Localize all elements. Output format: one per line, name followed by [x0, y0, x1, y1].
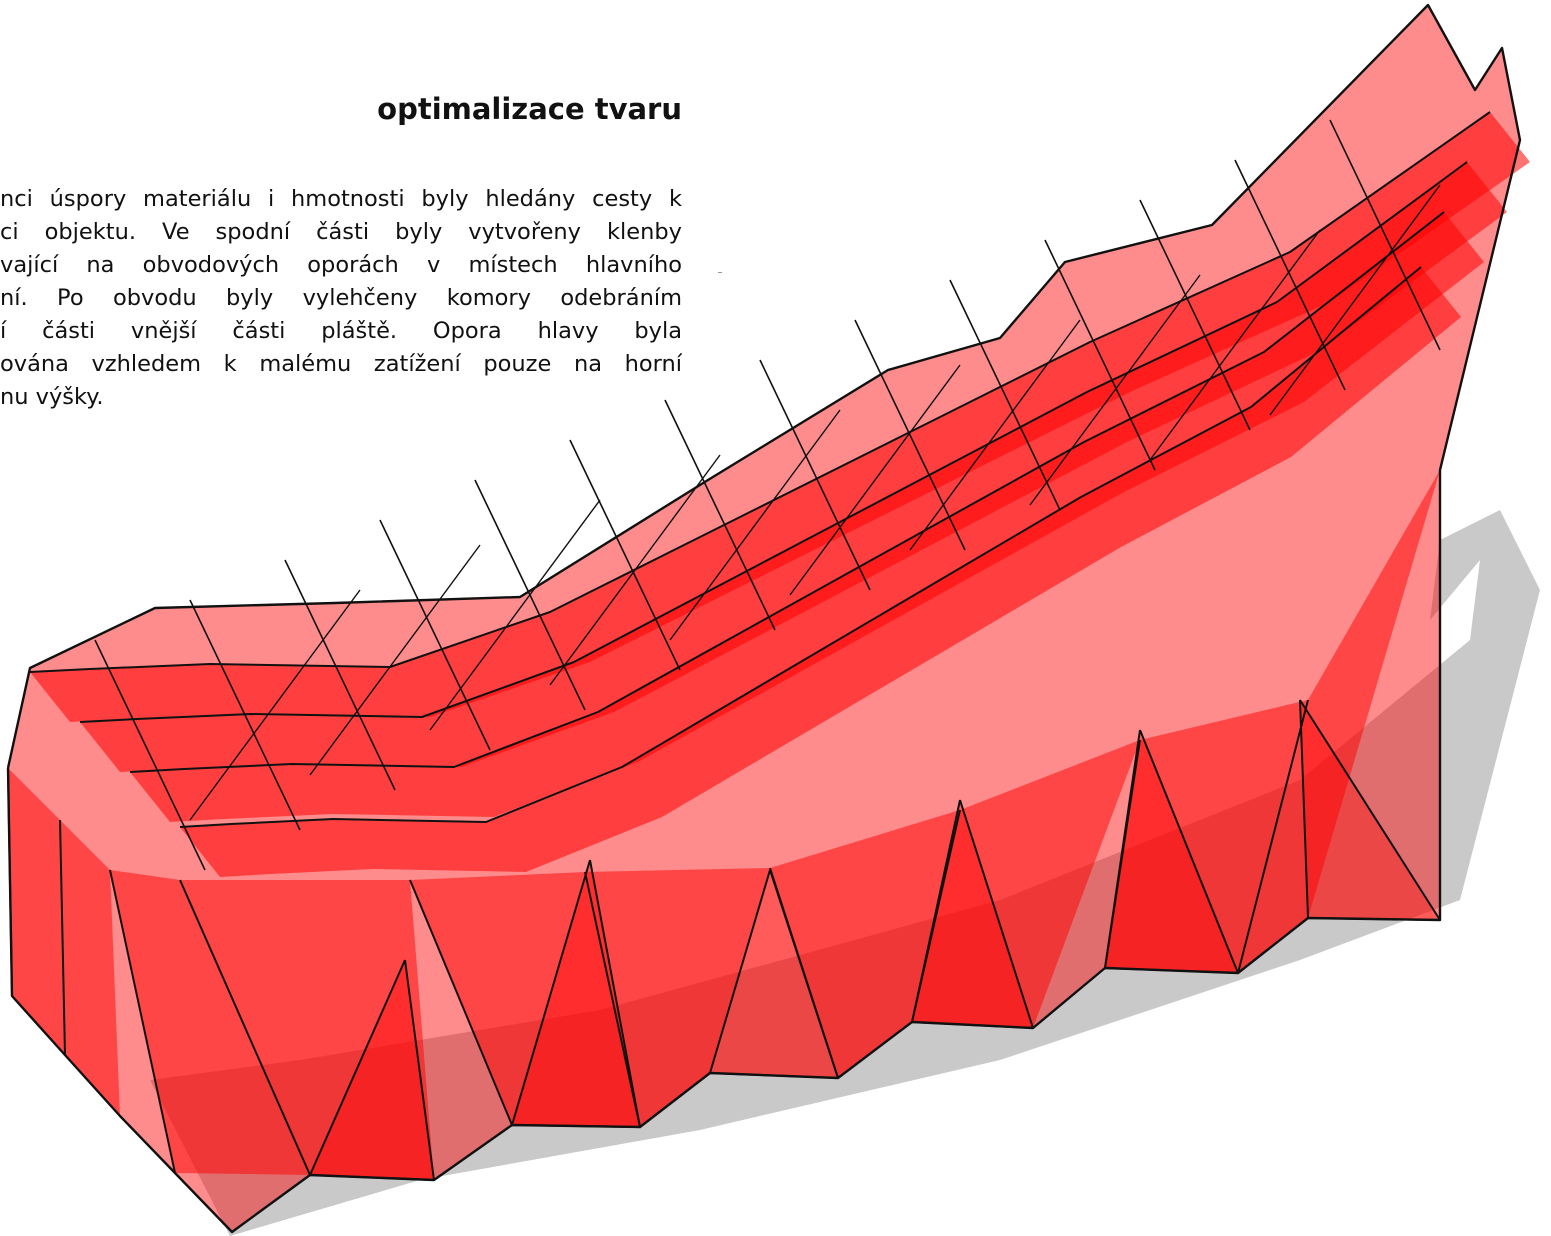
text-line: nci úspory materiálu i hmotnosti byly hl… [0, 186, 682, 212]
buttress-face [1105, 730, 1238, 973]
grid-line [664, 399, 776, 631]
description-paragraph: nci úspory materiálu i hmotnosti byly hl… [0, 183, 682, 414]
grid-line [1044, 239, 1156, 471]
grid-line [1149, 229, 1321, 461]
text-line: í části vnější části pláště. Opora hlavy… [0, 318, 682, 344]
grid-line [189, 599, 301, 831]
pillar-edge [109, 869, 176, 1174]
pillar-edge [584, 871, 641, 1128]
grid-line [379, 519, 491, 751]
grid-line [669, 409, 841, 641]
front-panel [912, 740, 1140, 1028]
buttress-face [710, 870, 838, 1078]
pillar-edge [59, 819, 66, 1056]
ridge-edge [79, 161, 1468, 723]
buttress-face [912, 800, 1033, 1028]
front-panel [770, 810, 960, 1078]
grid-line [1029, 274, 1201, 506]
text-line: ní. Po obvodu byly vylehčeny komory odeb… [0, 285, 682, 311]
grid-line [429, 499, 601, 731]
buttress-face [512, 860, 640, 1127]
front-panel [410, 872, 640, 1127]
text-line: vající na obvodových oporách v místech h… [0, 252, 682, 278]
grid-line [909, 319, 1081, 551]
text-line: nu výšky. [0, 384, 104, 410]
front-panel [60, 820, 120, 1116]
grid-line [549, 454, 721, 686]
ridge-edge [29, 111, 1491, 673]
grid-line [759, 359, 871, 591]
text-line: ována vzhledem k malému zatížení pouze n… [0, 351, 682, 377]
front-panel [180, 880, 434, 1180]
grid-line [854, 319, 966, 551]
section-title: optimalizace tvaru [377, 92, 682, 126]
buttress-face [310, 960, 434, 1180]
grid-line [284, 559, 396, 791]
front-panel [8, 768, 65, 1055]
outline-edge [6, 3, 1522, 1234]
grid-line [189, 589, 361, 821]
grid-line [949, 279, 1061, 511]
front-panel [1238, 470, 1440, 973]
stray-mark [718, 272, 722, 273]
ridge-edge [179, 266, 1422, 828]
grid-line [1269, 184, 1441, 416]
pillar-edge [179, 879, 311, 1176]
pillar-edge [409, 879, 513, 1126]
front-panel [585, 868, 770, 1127]
wireframe-edges [6, 3, 1522, 1234]
grid-line [569, 439, 681, 671]
pillar-edge [1237, 699, 1309, 974]
grid-line [1329, 119, 1441, 351]
grid-line [789, 364, 961, 596]
grid-line [309, 544, 481, 776]
grid-line [1234, 159, 1346, 391]
text-line: ci objektu. Ve spodní části byly vytvoře… [0, 219, 682, 245]
grid-line [94, 639, 206, 871]
